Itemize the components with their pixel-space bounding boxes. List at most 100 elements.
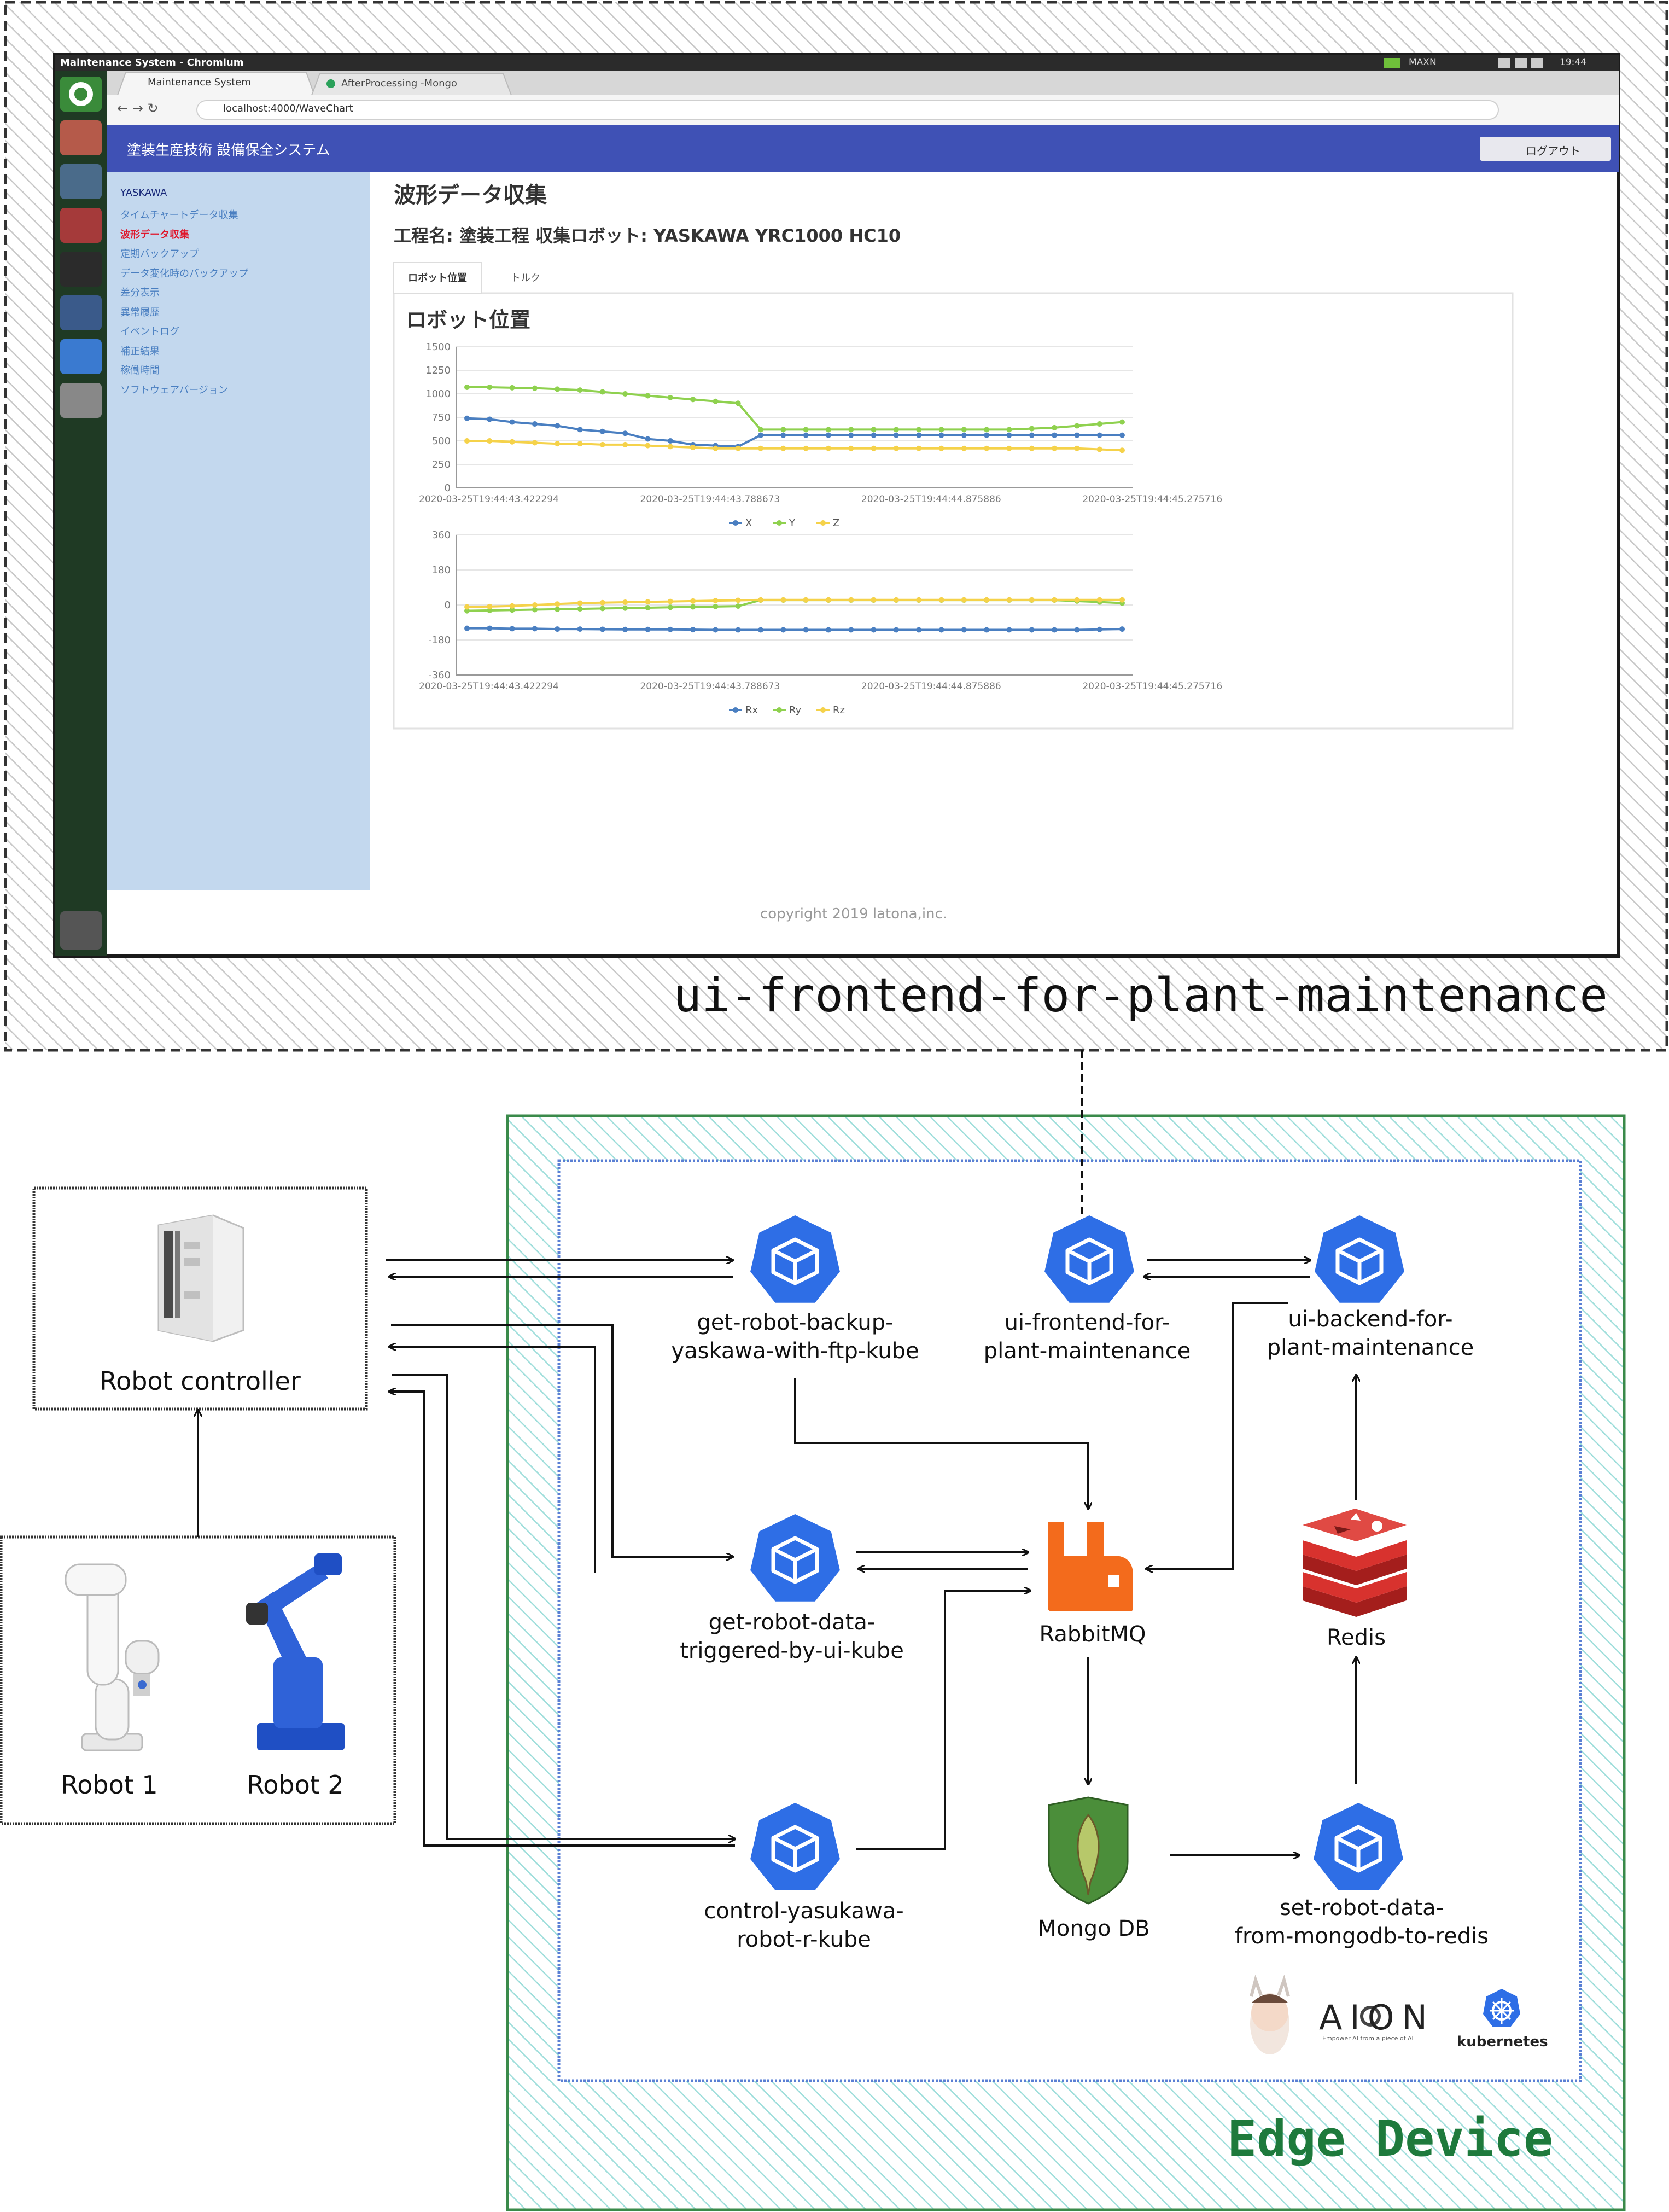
y-tick-label: -180 — [428, 635, 451, 646]
data-point-y — [1096, 421, 1102, 427]
legend-marker — [777, 707, 782, 713]
sidebar-item-runtime[interactable]: 稼働時間 — [120, 365, 160, 376]
aion-logo-text: AION — [1319, 1998, 1435, 2038]
data-point-rz — [780, 597, 786, 603]
data-point-rz — [690, 598, 696, 604]
card-title: ロボット位置 — [406, 308, 531, 332]
legend-marker — [777, 520, 782, 526]
data-point-x — [803, 432, 809, 438]
data-point-y — [509, 385, 515, 391]
data-point-y — [1006, 427, 1012, 433]
data-point-rx — [1006, 627, 1012, 633]
data-point-rz — [667, 598, 673, 604]
rabbitmq-icon — [1048, 1522, 1133, 1611]
tab-robot-position[interactable]: ロボット位置 — [408, 272, 467, 284]
data-point-rz — [871, 597, 877, 603]
data-point-rx — [1119, 626, 1125, 632]
data-point-rx — [758, 627, 764, 633]
data-point-rz — [961, 597, 967, 603]
data-point-z — [487, 438, 493, 444]
data-point-y — [735, 400, 741, 406]
trigger-kube-icon — [750, 1514, 840, 1602]
data-point-z — [825, 445, 831, 451]
data-point-z — [1029, 445, 1035, 451]
sidebar-item-diff[interactable]: 差分表示 — [120, 287, 160, 299]
backup-service-label: get-robot-backup- yaskawa-with-ftp-kube — [671, 1310, 919, 1364]
x-tick-label: 2020-03-25T19:44:44.875886 — [861, 681, 1001, 692]
y-tick-label: 360 — [432, 529, 451, 541]
data-point-y — [871, 427, 877, 433]
data-point-x — [825, 432, 831, 438]
y-tick-label: 750 — [432, 412, 451, 423]
data-point-z — [464, 438, 470, 444]
data-point-z — [645, 443, 651, 449]
y-tick-label: 0 — [445, 599, 451, 611]
address-bar[interactable]: localhost:4000/WaveChart — [223, 103, 353, 114]
nav-arrows-icon[interactable]: ← → ↻ — [117, 101, 159, 116]
sidebar-item-waveform[interactable]: 波形データ収集 — [120, 229, 189, 241]
browser-tab-2[interactable]: AfterProcessing -Mongo — [341, 78, 457, 89]
legend-label: Ry — [789, 705, 802, 716]
data-point-rx — [1052, 627, 1058, 633]
data-point-rx — [961, 627, 967, 633]
robot-1-image — [65, 1563, 160, 1751]
data-point-rz — [938, 597, 944, 603]
data-point-rx — [1096, 626, 1102, 632]
data-point-z — [1006, 445, 1012, 451]
x-tick-label: 2020-03-25T19:44:43.788673 — [640, 681, 780, 692]
data-point-y — [532, 385, 538, 391]
data-point-rz — [825, 597, 831, 603]
data-point-y — [803, 427, 809, 433]
kubernetes-logo-icon — [1483, 1989, 1520, 2027]
page-title: 波形データ収集 — [394, 183, 547, 208]
legend-label: Z — [833, 517, 839, 529]
data-point-z — [1096, 446, 1102, 452]
data-point-ry — [532, 607, 538, 613]
sidebar-item-eventlog[interactable]: イベントログ — [120, 326, 179, 337]
robot-rotation-chart: -360-18001803602020-03-25T19:44:43.42229… — [419, 529, 1222, 716]
legend-label: X — [745, 517, 752, 529]
data-point-z — [735, 445, 741, 451]
data-point-rx — [509, 626, 515, 632]
data-point-x — [1096, 432, 1102, 438]
data-point-rx — [1029, 627, 1035, 633]
data-point-rx — [599, 626, 605, 632]
data-point-z — [622, 441, 628, 447]
sidebar-item-change-backup[interactable]: データ変化時のバックアップ — [120, 267, 248, 280]
robot-controller-box — [32, 1186, 368, 1411]
data-point-z — [780, 445, 786, 451]
edge-device-box — [506, 1114, 1626, 2211]
data-point-rz — [893, 597, 899, 603]
sidebar-item-errors[interactable]: 異常履歴 — [120, 306, 160, 318]
data-point-y — [690, 397, 696, 403]
data-point-rx — [735, 627, 741, 633]
data-point-rx — [938, 627, 944, 633]
data-point-rz — [803, 597, 809, 603]
data-point-z — [893, 445, 899, 451]
aion-tagline: Empower AI from a piece of AI — [1322, 2035, 1414, 2042]
sidebar-item-timechart[interactable]: タイムチャートデータ収集 — [120, 209, 238, 221]
backend-service-label: ui-backend-for- plant-maintenance — [1267, 1307, 1474, 1360]
browser-window — [53, 53, 1620, 958]
logout-button[interactable]: ログアウト — [1526, 144, 1580, 158]
frontend-kube-icon — [1044, 1215, 1134, 1303]
data-point-y — [1052, 424, 1058, 430]
data-point-y — [1119, 419, 1125, 425]
data-point-z — [599, 441, 605, 447]
backend-kube-icon — [1315, 1215, 1404, 1303]
sidebar-item-periodic-backup[interactable]: 定期バックアップ — [120, 248, 199, 260]
sidebar-item-correction[interactable]: 補正結果 — [120, 345, 160, 357]
data-point-rz — [1096, 597, 1102, 603]
tab-torque[interactable]: トルク — [511, 272, 540, 284]
sidebar-item-version[interactable]: ソフトウェアバージョン — [120, 384, 228, 396]
data-point-x — [532, 421, 538, 427]
browser-tab-1[interactable]: Maintenance System — [148, 77, 251, 88]
data-point-ry — [713, 603, 719, 609]
y-tick-label: 180 — [432, 564, 451, 576]
y-tick-label: 1000 — [425, 388, 451, 400]
data-point-z — [848, 445, 854, 451]
data-point-y — [961, 427, 967, 433]
data-point-rx — [622, 626, 628, 632]
y-tick-label: -360 — [428, 670, 451, 681]
data-point-x — [984, 432, 990, 438]
